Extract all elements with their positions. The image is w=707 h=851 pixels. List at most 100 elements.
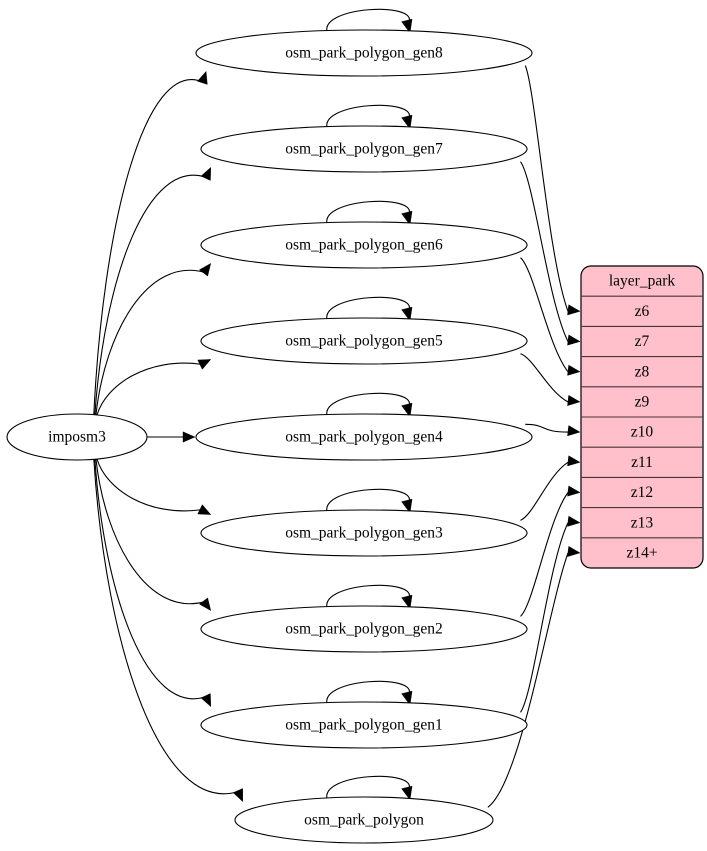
arrowhead-gen6-to-z8 xyxy=(567,364,581,376)
edge-imposm3-to-gen3[interactable] xyxy=(96,458,201,512)
edge-imposm3-to-gen1[interactable] xyxy=(94,458,207,700)
node-imposm3-shape[interactable] xyxy=(6,413,148,461)
node-gen5[interactable]: osm_park_polygon_gen5 xyxy=(200,317,528,365)
layer-park-row-z8[interactable] xyxy=(581,357,703,387)
edge-imposm3-to-gen7[interactable] xyxy=(94,174,207,416)
node-gen2-label: osm_park_polygon_gen2 xyxy=(285,621,443,638)
node-base[interactable]: osm_park_polygon xyxy=(234,796,494,844)
node-gen4-shape[interactable] xyxy=(195,413,533,461)
layer-park-row-z13[interactable] xyxy=(581,508,703,538)
row-label-z7: z7 xyxy=(635,333,650,350)
arrowhead-gen7-to-z7 xyxy=(567,334,581,346)
node-gen7-shape[interactable] xyxy=(200,125,528,173)
edge-gen3-to-z11[interactable] xyxy=(520,461,569,521)
self-loop-gen8[interactable] xyxy=(326,8,410,33)
arrowhead-self-loop-gen6 xyxy=(401,210,413,226)
row-label-z8: z8 xyxy=(635,363,650,380)
edge-imposm3-to-gen2[interactable] xyxy=(95,458,205,605)
node-gen3-label: osm_park_polygon_gen3 xyxy=(285,525,443,542)
edge-imposm3-to-gen8[interactable] xyxy=(93,79,203,416)
edge-imposm3-to-gen6[interactable] xyxy=(95,269,205,416)
node-gen8-shape[interactable] xyxy=(195,29,533,77)
layer-park-header-label: layer_park xyxy=(609,273,676,290)
node-gen8-label: osm_park_polygon_gen8 xyxy=(285,45,443,62)
row-label-z13: z13 xyxy=(631,514,654,531)
self-loop-gen6[interactable] xyxy=(326,200,410,225)
layer-park-row-z9[interactable] xyxy=(581,387,703,417)
edge-gen5-to-z9[interactable] xyxy=(520,353,569,403)
row-label-z6: z6 xyxy=(635,303,650,320)
edge-gen7-to-z7[interactable] xyxy=(520,161,569,342)
arrowhead-self-loop-gen1 xyxy=(401,690,413,706)
node-gen5-shape[interactable] xyxy=(200,317,528,365)
node-gen8[interactable]: osm_park_polygon_gen8 xyxy=(195,29,533,77)
node-base-shape[interactable] xyxy=(234,796,494,844)
edge-imposm3-to-base[interactable] xyxy=(93,458,239,795)
arrowhead-imposm3-to-gen8 xyxy=(197,70,208,85)
arrowhead-self-loop-gen4 xyxy=(401,402,413,418)
node-gen7[interactable]: osm_park_polygon_gen7 xyxy=(200,125,528,173)
arrowhead-imposm3-to-gen2 xyxy=(199,597,212,612)
edge-gen4-to-z10[interactable] xyxy=(525,423,569,433)
arrowhead-imposm3-to-gen6 xyxy=(199,262,212,277)
arrowhead-gen1-to-z13 xyxy=(567,515,581,527)
self-loop-gen5[interactable] xyxy=(326,296,410,321)
node-gen5-label: osm_park_polygon_gen5 xyxy=(285,333,443,350)
node-gen6[interactable]: osm_park_polygon_gen6 xyxy=(200,221,528,269)
arrowhead-imposm3-to-gen7 xyxy=(200,166,211,181)
arrowhead-imposm3-to-gen3 xyxy=(197,504,212,515)
arrowhead-imposm3-to-base xyxy=(232,788,243,803)
layer-park-row-z10[interactable] xyxy=(581,417,703,447)
edges-layer xyxy=(93,8,581,808)
self-loop-gen7[interactable] xyxy=(326,104,410,129)
edge-gen2-to-z12[interactable] xyxy=(520,492,569,617)
node-gen3[interactable]: osm_park_polygon_gen3 xyxy=(200,509,528,557)
layer-park-row-z12[interactable] xyxy=(581,477,703,507)
node-imposm3-label: imposm3 xyxy=(48,429,106,446)
row-label-z9: z9 xyxy=(635,393,650,410)
node-base-label: osm_park_polygon xyxy=(304,812,424,829)
layer-park-header-row[interactable] xyxy=(581,266,703,296)
arrowhead-gen3-to-z11 xyxy=(567,455,581,467)
node-gen6-shape[interactable] xyxy=(200,221,528,269)
layer-park-row-z11[interactable] xyxy=(581,447,703,477)
node-gen1-shape[interactable] xyxy=(200,701,528,749)
node-gen1-label: osm_park_polygon_gen1 xyxy=(285,717,443,734)
node-gen1[interactable]: osm_park_polygon_gen1 xyxy=(200,701,528,749)
arrowhead-self-loop-gen8 xyxy=(401,18,413,34)
arrowhead-self-loop-gen7 xyxy=(401,114,413,130)
edge-imposm3-to-gen5[interactable] xyxy=(96,362,201,416)
node-gen3-shape[interactable] xyxy=(200,509,528,557)
edge-gen1-to-z13[interactable] xyxy=(520,522,569,713)
node-gen4[interactable]: osm_park_polygon_gen4 xyxy=(195,413,533,461)
arrowhead-gen4-to-z10 xyxy=(567,425,581,437)
node-imposm3[interactable]: imposm3 xyxy=(6,413,148,461)
self-loop-gen4[interactable] xyxy=(326,392,410,417)
arrowhead-gen8-to-z6 xyxy=(567,304,581,316)
arrowhead-self-loop-gen3 xyxy=(401,498,413,514)
node-gen2-shape[interactable] xyxy=(200,605,528,653)
node-gen2[interactable]: osm_park_polygon_gen2 xyxy=(200,605,528,653)
self-loop-gen3[interactable] xyxy=(326,488,410,513)
arrowhead-gen2-to-z12 xyxy=(567,485,581,497)
edge-gen6-to-z8[interactable] xyxy=(520,257,569,373)
self-loop-gen1[interactable] xyxy=(326,680,410,705)
arrowhead-imposm3-to-gen5 xyxy=(197,359,212,370)
row-label-z11: z11 xyxy=(631,454,653,471)
row-label-z12: z12 xyxy=(631,484,653,501)
arrowhead-self-loop-base xyxy=(401,785,413,801)
node-gen4-label: osm_park_polygon_gen4 xyxy=(285,429,443,446)
layer-park-row-z14plus[interactable] xyxy=(581,538,703,568)
arrowhead-base-to-z14plus xyxy=(567,545,581,557)
edge-gen8-to-z6[interactable] xyxy=(524,65,569,312)
self-loop-gen2[interactable] xyxy=(326,584,410,609)
layer-park-row-z6[interactable] xyxy=(581,296,703,326)
arrowhead-gen5-to-z9 xyxy=(567,394,581,406)
nodes-layer: osm_park_polygon_gen8 osm_park_polygon_ge… xyxy=(6,29,533,844)
layer-park-record[interactable]: layer_parkz6z7z8z9z10z11z12z13z14+ xyxy=(580,265,704,569)
layer-park-row-z7[interactable] xyxy=(581,326,703,356)
edge-base-to-z14plus[interactable] xyxy=(487,552,569,808)
self-loop-base[interactable] xyxy=(326,775,410,800)
